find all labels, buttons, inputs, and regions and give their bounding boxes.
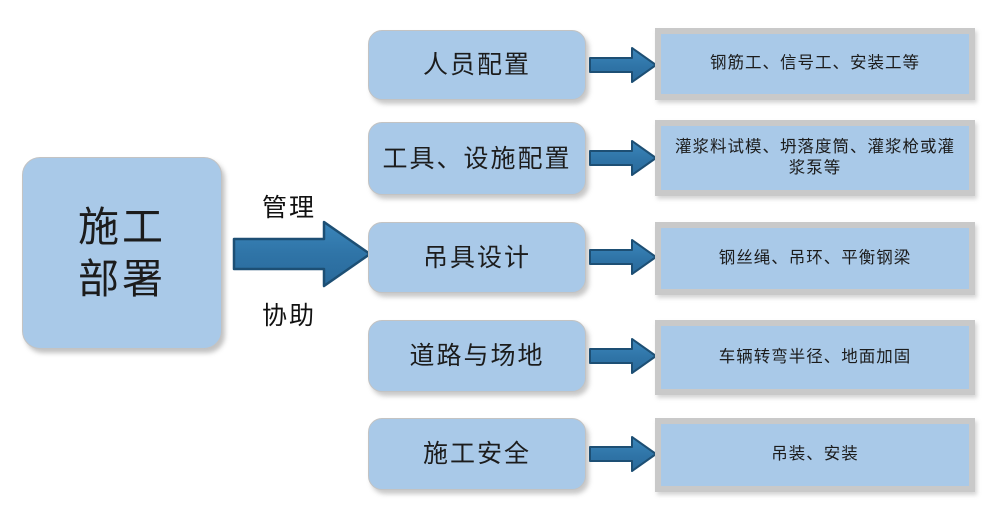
category-node-tools-facilities[interactable]: 工具、设施配置: [368, 122, 586, 195]
right-arrow-small-icon-row4: [588, 336, 658, 376]
detail-node-personnel[interactable]: 钢筋工、信号工、安装工等: [655, 28, 975, 100]
detail-node-safety[interactable]: 吊装、安装: [655, 418, 975, 492]
detail-node-road-site[interactable]: 车辆转弯半径、地面加固: [655, 320, 975, 395]
category-node-personnel[interactable]: 人员配置: [368, 30, 586, 100]
right-arrow-small-icon-row3: [588, 237, 658, 277]
root-node-construction-deployment[interactable]: 施工 部署: [22, 157, 222, 349]
detail-node-lifting-gear[interactable]: 钢丝绳、吊环、平衡钢梁: [655, 222, 975, 295]
detail-node-tools-facilities[interactable]: 灌浆料试模、坍落度筒、灌浆枪或灌浆泵等: [655, 120, 975, 196]
category-node-lifting-gear[interactable]: 吊具设计: [368, 222, 586, 293]
category-node-road-site[interactable]: 道路与场地: [368, 320, 586, 392]
right-arrow-small-icon-row5: [588, 434, 658, 474]
edge-label-assistance: 协助: [261, 302, 316, 330]
edge-label-management: 管理: [261, 194, 316, 222]
category-node-safety[interactable]: 施工安全: [368, 418, 586, 490]
right-arrow-large-icon: [232, 218, 372, 290]
right-arrow-small-icon-row1: [588, 45, 658, 85]
right-arrow-small-icon-row2: [588, 138, 658, 178]
